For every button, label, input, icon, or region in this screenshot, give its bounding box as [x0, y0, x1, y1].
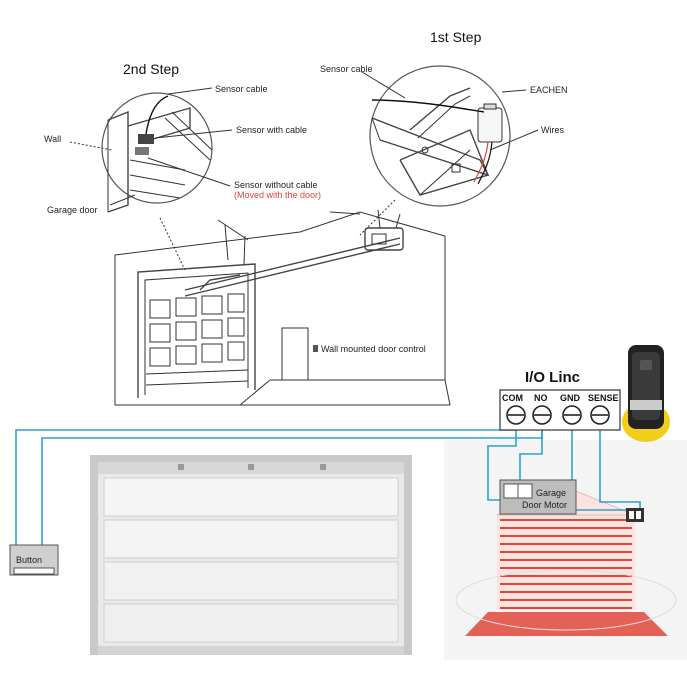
opener-rail — [184, 209, 404, 297]
label-sensor-with-cable: Sensor with cable — [236, 125, 307, 135]
label-step1-sensor-cable: Sensor cable — [320, 64, 373, 74]
terminal-no: NO — [534, 393, 548, 403]
label-sensor-without-cable: Sensor without cable — [234, 180, 318, 190]
motor-label-line1: Garage — [536, 488, 566, 498]
button-box: Button — [9, 544, 59, 576]
button-label: Button — [16, 555, 42, 565]
garage-door-motor: Garage Door Motor — [499, 479, 577, 515]
terminal-sense: SENSE — [588, 393, 619, 403]
terminal-com: COM — [502, 393, 523, 403]
label-wall-control: Wall mounted door control — [321, 344, 426, 354]
label-wires: Wires — [541, 125, 564, 135]
red-door-scene — [444, 440, 687, 660]
label-eachen: EACHEN — [530, 85, 568, 95]
step2-title: 2nd Step — [123, 61, 179, 77]
terminal-screws — [506, 405, 610, 425]
red-door-slats — [500, 519, 632, 609]
door-panels — [145, 293, 249, 386]
motor-label-line2: Door Motor — [522, 500, 567, 510]
door-sensor — [626, 508, 644, 522]
step1-title: 1st Step — [430, 29, 482, 45]
io-linc-title: I/O Linc — [525, 369, 580, 386]
step2-callout: 2nd Step Sensor cable Wall Sensor with c… — [44, 61, 321, 271]
label-wall: Wall — [44, 134, 61, 144]
sensor-without-cable-icon — [135, 147, 149, 155]
io-linc-module: I/O Linc COM NO GND SENSE — [499, 369, 621, 431]
label-step2-sensor-cable: Sensor cable — [215, 84, 268, 94]
eachen-device-photo — [622, 345, 670, 442]
terminal-gnd: GND — [560, 393, 581, 403]
label-garage-door: Garage door — [47, 205, 98, 215]
side-door — [281, 327, 309, 381]
wall-control-icon — [313, 345, 318, 352]
garage-interior-drawing: Wall mounted door control — [114, 209, 451, 406]
sensor-with-cable-icon — [138, 134, 154, 144]
eachen-module-icon — [477, 107, 503, 143]
white-garage-door — [90, 455, 412, 655]
step1-callout: 1st Step Sensor cable EACHEN Wires — [320, 29, 568, 236]
label-moved-with-door: (Moved with the door) — [234, 190, 321, 200]
